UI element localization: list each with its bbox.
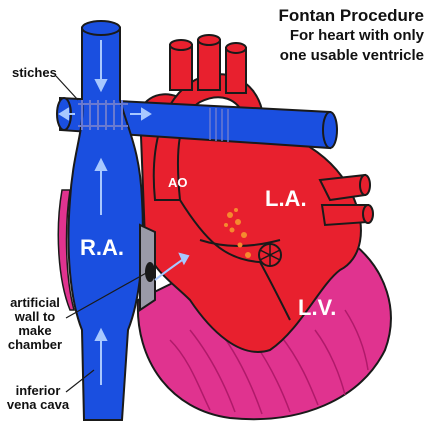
muscle-striations — [169, 309, 369, 415]
title-main: Fontan Procedure — [278, 6, 424, 25]
stitches — [78, 100, 128, 130]
label-ao: AO — [168, 175, 188, 190]
title-line-2: For heart with only — [289, 27, 424, 44]
label-inferior-vena-cava: inferior vena cava — [6, 383, 70, 412]
svc-opening — [81, 20, 121, 36]
label-lv: L.V. — [298, 295, 337, 320]
label-stiches: stiches — [12, 65, 57, 80]
shunt-dots — [224, 208, 251, 258]
label-artificial-wall: artificial wall to make chamber — [7, 295, 63, 352]
flow-arrows — [58, 40, 190, 385]
label-la: L.A. — [265, 186, 307, 211]
heart-valve — [258, 243, 282, 267]
title-line-3: one usable ventricle — [279, 47, 424, 64]
title-block: Fontan Procedure For heart with only one… — [279, 6, 424, 66]
label-ra: R.A. — [80, 235, 124, 260]
